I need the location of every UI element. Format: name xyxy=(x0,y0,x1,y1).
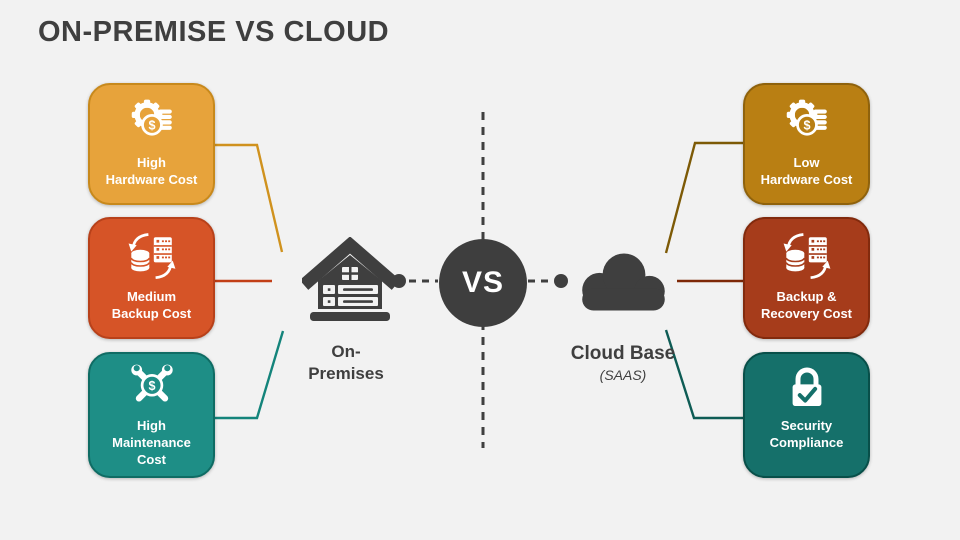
connector-left-top xyxy=(215,143,284,253)
vs-badge: VS xyxy=(439,239,527,327)
on-premises-label: On- Premises xyxy=(308,342,384,384)
svg-text:$: $ xyxy=(803,118,810,132)
card-label: Security Compliance xyxy=(769,418,844,451)
vs-label: VS xyxy=(461,266,505,299)
card-label: Low Hardware Cost xyxy=(760,155,853,188)
right-link-dot xyxy=(554,274,568,288)
card-label: High Maintenance Cost xyxy=(112,418,191,468)
svg-text:$: $ xyxy=(148,379,155,393)
card-low-hardware-cost: $ Low Hardware Cost xyxy=(743,83,870,205)
cloud-base-label: Cloud Base (SAAS) xyxy=(558,343,688,383)
card-high-hardware-cost: $ High Hardware Cost xyxy=(88,83,215,205)
connector-right-top xyxy=(664,141,743,254)
page-title: ON-PREMISE VS CLOUD xyxy=(38,16,390,48)
database-backup-icon xyxy=(125,228,179,286)
lock-check-icon xyxy=(780,361,834,415)
card-backup-recovery-cost: Backup & Recovery Cost xyxy=(743,217,870,339)
card-security-compliance: Security Compliance xyxy=(743,352,870,478)
card-label: Medium Backup Cost xyxy=(111,289,192,322)
svg-text:$: $ xyxy=(148,118,155,132)
cloud-icon xyxy=(582,253,665,311)
cloud-base-title: Cloud Base xyxy=(570,343,676,364)
connector-right-bottom xyxy=(664,329,743,420)
gear-coins-icon: $ xyxy=(125,94,179,152)
connector-left-bottom xyxy=(215,330,285,420)
database-backup-icon xyxy=(780,228,834,286)
tools-dollar-icon: $ xyxy=(125,361,179,415)
card-label: High Hardware Cost xyxy=(105,155,198,188)
card-label: Backup & Recovery Cost xyxy=(760,289,853,322)
cloud-base-subtitle: (SAAS) xyxy=(599,367,647,383)
warehouse-servers-icon xyxy=(302,237,398,321)
card-medium-backup-cost: Medium Backup Cost xyxy=(88,217,215,339)
gear-coins-icon: $ xyxy=(780,94,834,152)
card-high-maintenance-cost: $ High Maintenance Cost xyxy=(88,352,215,478)
